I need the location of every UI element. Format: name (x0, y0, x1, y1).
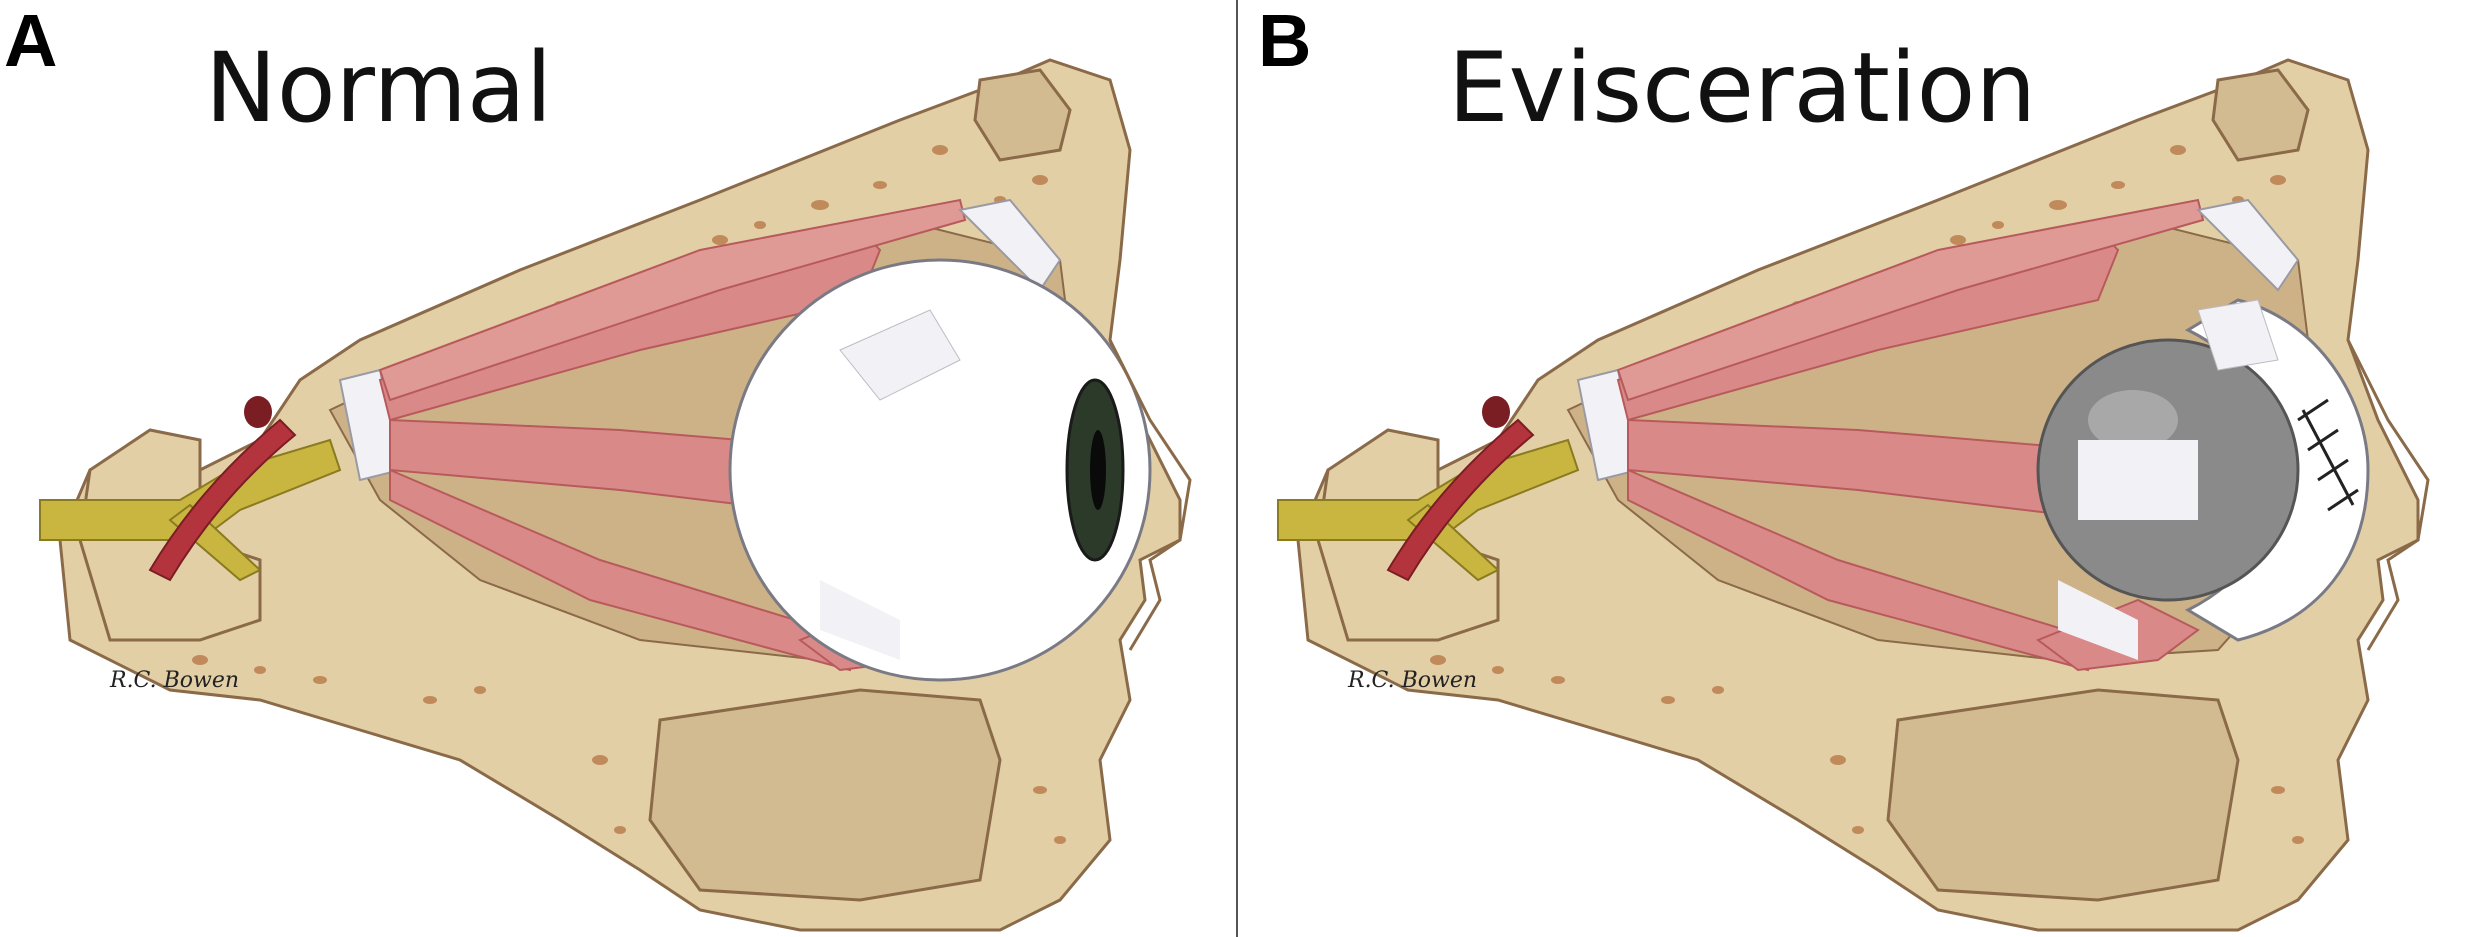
superior-rectus-tendon (2197, 299, 2279, 371)
eyeball (728, 258, 1152, 682)
optic-nerve (39, 438, 342, 541)
inferior-rectus-tendon (820, 580, 900, 660)
levator-muscle (378, 198, 967, 402)
face-profile (2346, 339, 2430, 651)
optic-nerve (1277, 438, 1580, 541)
inferior-rectus-tendon (2058, 580, 2138, 660)
artery (1386, 418, 1535, 582)
superior-oblique-trochlea (957, 198, 1062, 292)
panel-evisceration: B Evisceration R.C. Bowen (1238, 0, 2474, 937)
maxillary-sinus (648, 688, 1002, 902)
artery-cut-end (1482, 396, 1510, 428)
lateral-rectus-tendon (2078, 440, 2198, 520)
implant-highlight (2088, 390, 2178, 450)
maxillary-sinus (1886, 688, 2240, 902)
normal-orbit-illustration (39, 58, 1192, 932)
panel-label-a: A (4, 0, 58, 82)
pupil (1090, 430, 1106, 510)
panel-label-b: B (1258, 0, 1312, 82)
evisceration-orbit-illustration (1277, 58, 2430, 932)
face-profile (1108, 339, 1192, 651)
inferior-rectus-muscle (389, 468, 862, 672)
panel-title-evisceration: Evisceration (1448, 32, 2037, 144)
inferior-rectus-muscle (1627, 468, 2100, 672)
superior-rectus-tendon (839, 309, 961, 401)
artery-cut-end (244, 396, 272, 428)
panel-divider (1236, 0, 1238, 937)
panel-title-normal: Normal (205, 32, 553, 144)
artist-signature: R.C. Bowen (1348, 668, 1478, 693)
superior-oblique-trochlea (2195, 198, 2300, 292)
frontal-sinus (973, 68, 1072, 162)
panel-normal: A Normal R.C. Bowen (0, 0, 1236, 937)
artery (148, 418, 297, 582)
artist-signature: R.C. Bowen (110, 668, 240, 693)
frontal-sinus (2211, 68, 2310, 162)
levator-muscle (1616, 198, 2205, 402)
suture-line (2297, 398, 2359, 512)
